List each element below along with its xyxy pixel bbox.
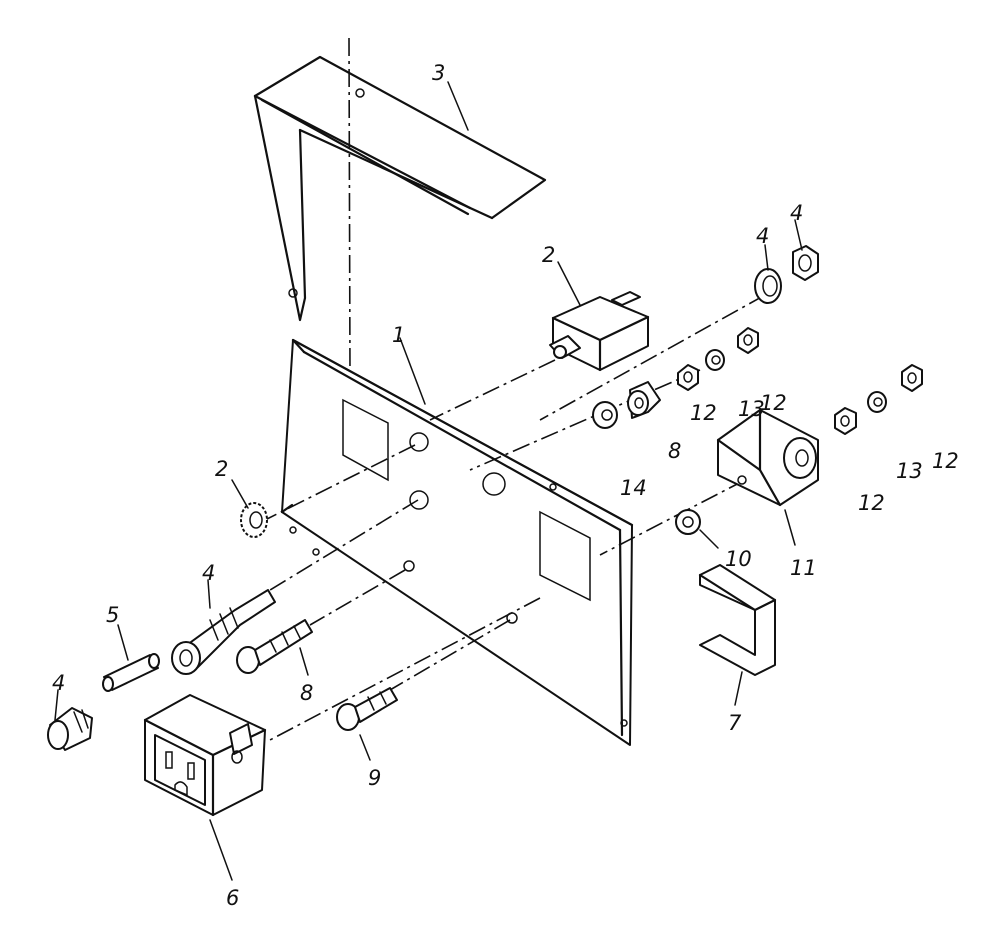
small-bracket (716, 408, 819, 507)
knurled-ring (240, 502, 268, 538)
right-nut-stack (834, 364, 923, 435)
fuse (102, 653, 160, 692)
callout-washer-top: 4 (756, 224, 769, 248)
callout-bracket-top: 3 (432, 61, 445, 85)
callout-washer-a: 13 (738, 397, 765, 421)
axis-line-bracket (599, 479, 746, 556)
callout-nut-b: 12 (760, 391, 787, 415)
fuse-cap (47, 707, 93, 751)
washer-bushing (592, 381, 661, 429)
callout-fuse: 5 (106, 603, 119, 627)
lock-washer (675, 509, 701, 535)
fuse-holder (171, 589, 276, 675)
screw-8 (236, 619, 313, 674)
callout-bushing: 8 (668, 439, 681, 463)
axis-line-screw9 (389, 619, 511, 691)
callout-nut-top: 4 (790, 201, 803, 225)
top-bracket (253, 55, 547, 322)
u-clip (698, 564, 777, 676)
callout-screw-9: 9 (368, 766, 381, 790)
callout-lock-washer: 10 (725, 547, 752, 571)
main-panel (280, 338, 634, 746)
callout-labels: 1 2 2 3 4 4 4 4 5 6 7 8 8 9 10 11 12 12 … (52, 61, 959, 910)
axis-line-fuse (269, 499, 419, 591)
axis-line-top (348, 37, 351, 376)
callout-fuse-holder: 4 (202, 561, 215, 585)
callout-nut-d: 12 (932, 449, 959, 473)
callout-outlet: 6 (226, 886, 239, 910)
screw-9 (336, 687, 398, 731)
callout-washer-b: 13 (896, 459, 923, 483)
upper-nut-stack (677, 327, 759, 391)
callout-clip: 7 (728, 711, 742, 735)
top-right-nut-washer (754, 245, 819, 304)
receptacle (143, 694, 267, 817)
circuit-breaker (549, 291, 650, 372)
leader-lines (54, 81, 803, 881)
callout-flat-washer: 14 (620, 476, 647, 500)
axis-line-outlet (269, 597, 541, 741)
axis-line-ring (264, 444, 416, 521)
callout-nut-a: 12 (690, 401, 717, 425)
axis-line-screw8 (309, 569, 406, 626)
callout-nut-c: 12 (858, 491, 885, 515)
callout-small-bracket: 11 (790, 556, 817, 580)
callout-switch-rear: 2 (542, 243, 555, 267)
callout-screw-8: 8 (300, 681, 313, 705)
callout-panel: 1 (392, 323, 405, 347)
callout-fuse-cap: 4 (52, 671, 65, 695)
axis-line-breaker (429, 359, 556, 421)
callout-switch-ring: 2 (215, 457, 228, 481)
axis-line-washers (469, 369, 701, 471)
axis-line-right (539, 294, 766, 421)
